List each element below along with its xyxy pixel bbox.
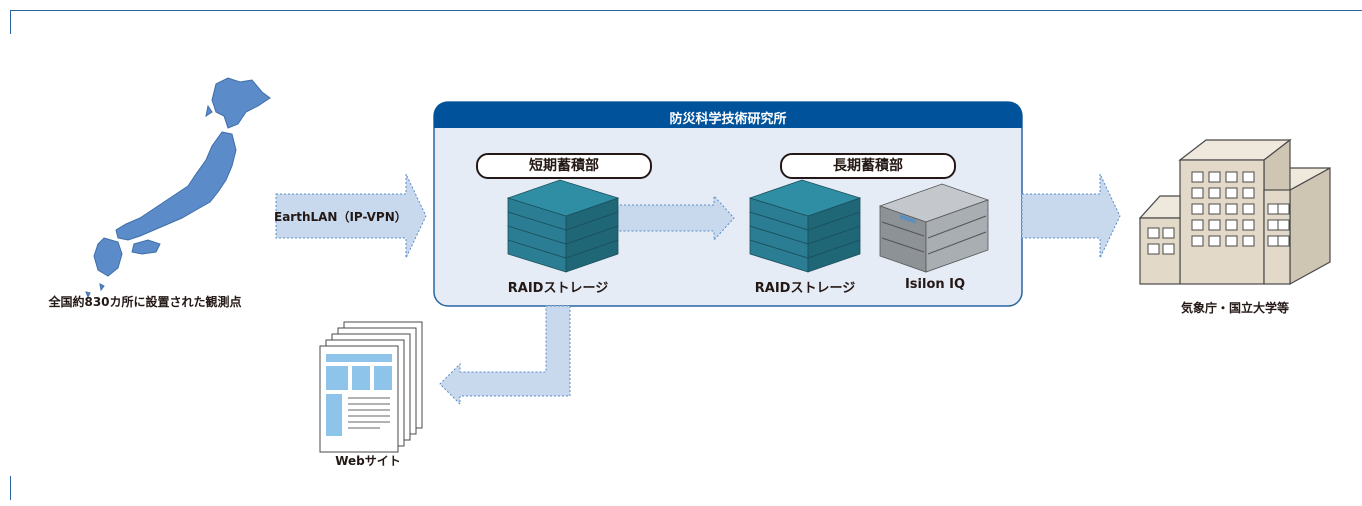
window — [1277, 219, 1290, 231]
earthlan-label: EarthLAN（IP-VPN） — [274, 210, 407, 224]
frame-left-line-bottom — [10, 476, 11, 500]
raid-storage-short-icon — [506, 179, 620, 273]
window — [1191, 235, 1204, 247]
window — [1242, 219, 1255, 231]
observation-points-label: 全国約830カ所に設置された観測点 — [48, 295, 242, 309]
window — [1242, 203, 1255, 215]
arrow-to-agencies — [1021, 173, 1121, 259]
window — [1225, 235, 1238, 247]
window — [1208, 203, 1221, 215]
window — [1277, 203, 1290, 215]
arrow-short-to-long — [611, 194, 735, 242]
japan-map-icon — [85, 77, 271, 299]
window — [1191, 171, 1204, 183]
frame-left-line — [10, 10, 11, 34]
window — [1242, 235, 1255, 247]
window — [1162, 243, 1175, 255]
window — [1267, 235, 1280, 247]
window — [1147, 227, 1160, 239]
server-top — [506, 179, 620, 217]
isilon-iq-icon — [878, 183, 990, 273]
website-label: Webサイト — [335, 454, 401, 468]
institute-title: 防災科学技術研究所 — [669, 112, 787, 127]
window — [1277, 235, 1290, 247]
window — [1242, 187, 1255, 199]
window — [1225, 203, 1238, 215]
window — [1191, 203, 1204, 215]
window — [1225, 171, 1238, 183]
server-top — [748, 179, 862, 217]
isilon-iq-label: Isilon IQ — [904, 277, 966, 292]
window — [1267, 203, 1280, 215]
raid-storage-long-icon — [748, 179, 862, 273]
frame-top-line — [10, 10, 1362, 11]
arrow-to-institute — [275, 173, 427, 259]
window — [1242, 171, 1255, 183]
building-windows — [1147, 171, 1290, 255]
agencies-label: 気象庁・国立大学等 — [1180, 301, 1289, 315]
window — [1208, 235, 1221, 247]
window — [1162, 227, 1175, 239]
arrow-to-website — [439, 305, 571, 406]
raid-storage-short-label: RAIDストレージ — [507, 281, 609, 296]
window — [1208, 187, 1221, 199]
window — [1208, 171, 1221, 183]
window — [1147, 243, 1160, 255]
window — [1225, 219, 1238, 231]
window — [1208, 219, 1221, 231]
window — [1191, 187, 1204, 199]
raid-storage-long-label: RAIDストレージ — [754, 281, 856, 296]
short-term-storage-label: 短期蓄積部 — [476, 153, 652, 179]
window — [1267, 219, 1280, 231]
window — [1191, 219, 1204, 231]
website-pages-icon — [319, 321, 423, 453]
long-term-storage-label: 長期蓄積部 — [780, 153, 956, 179]
window — [1225, 187, 1238, 199]
